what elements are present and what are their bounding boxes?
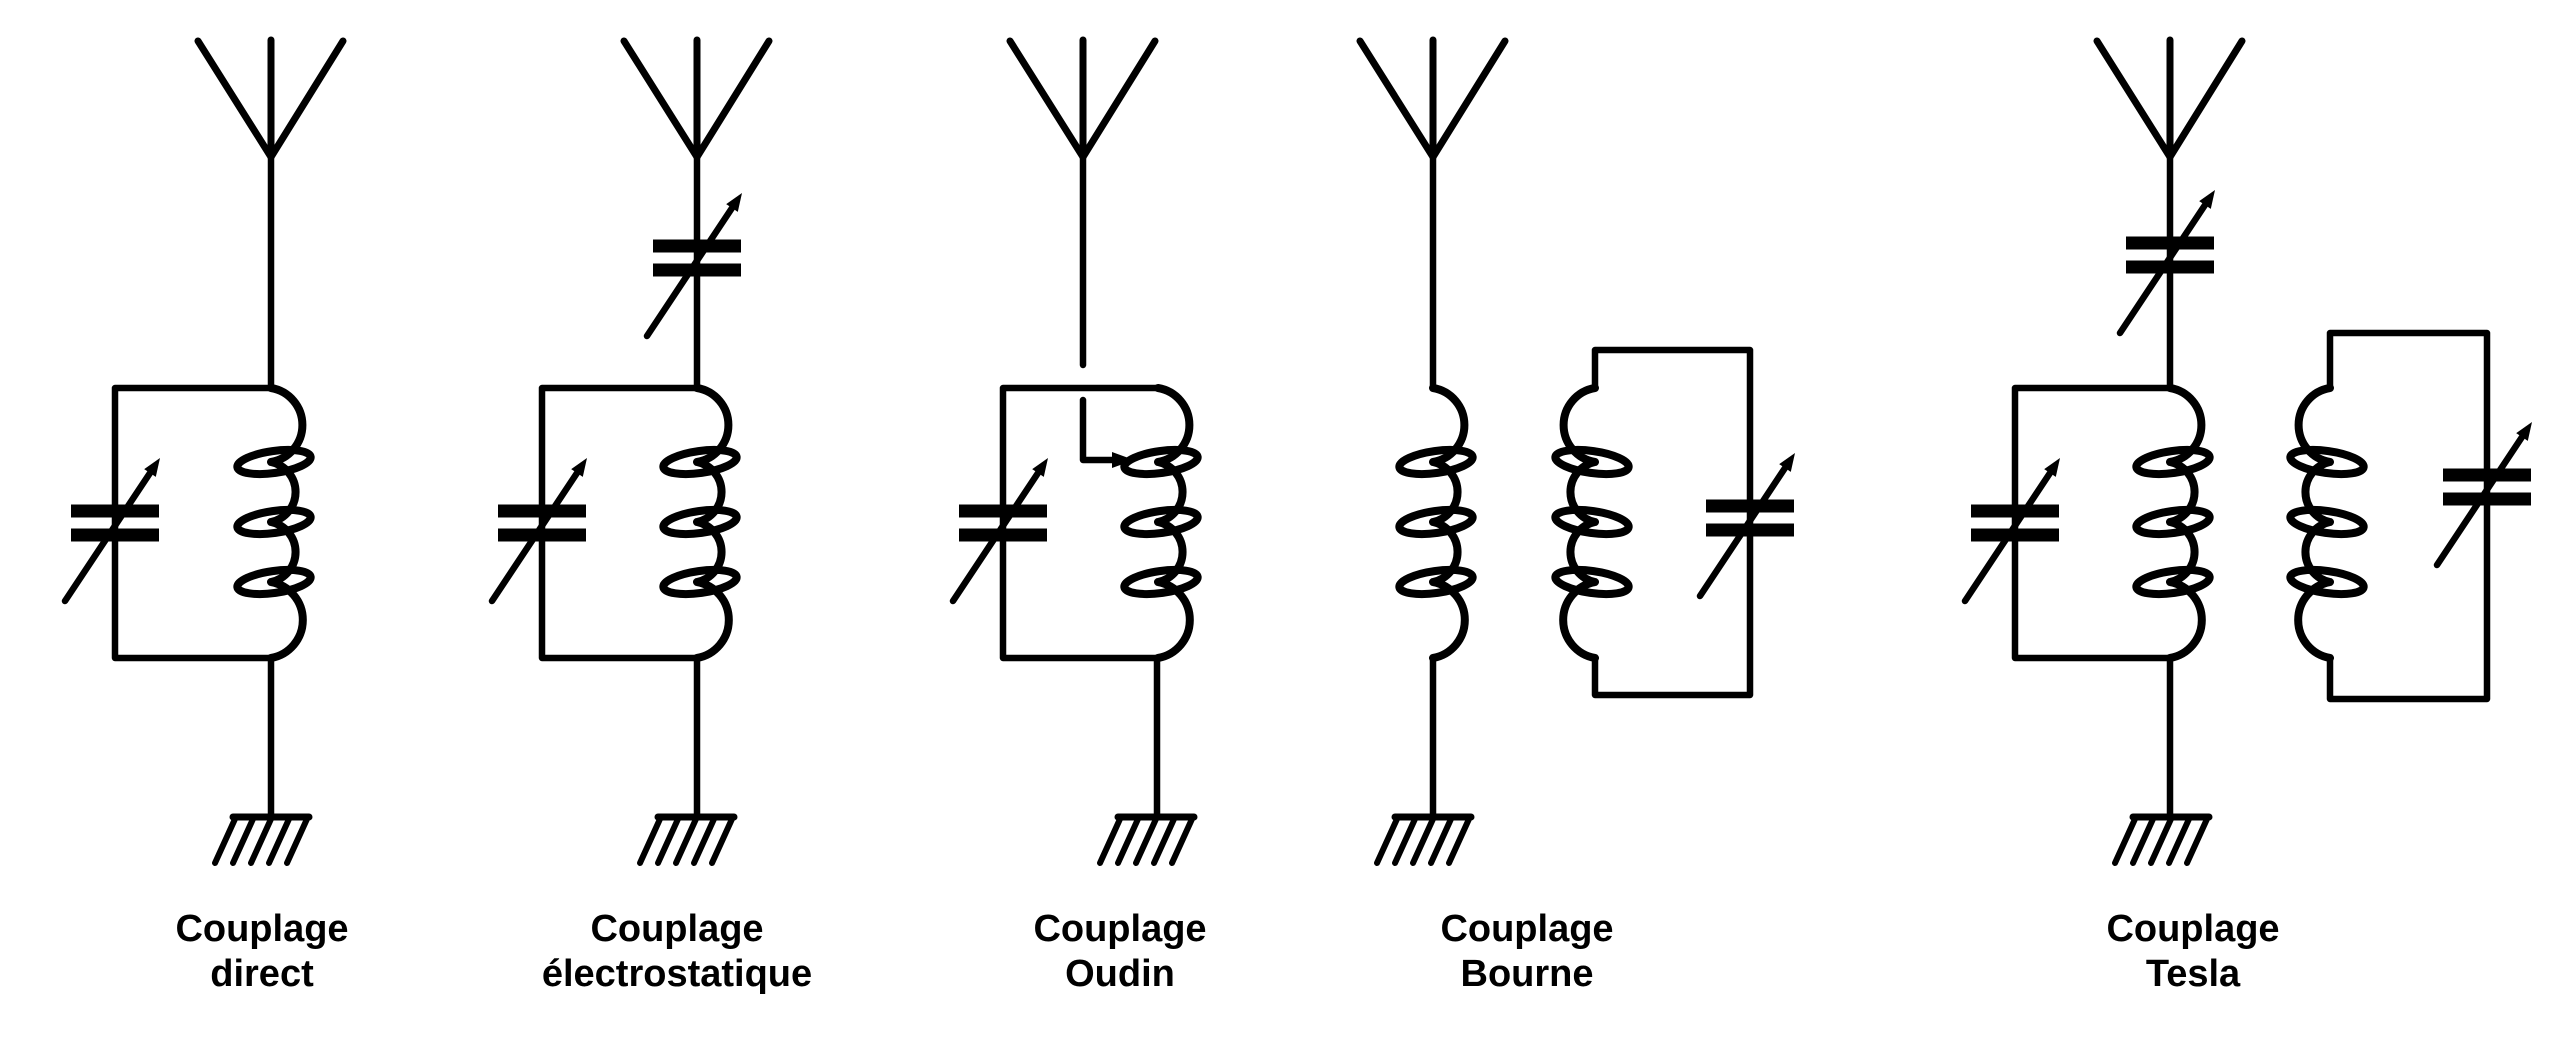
circuit-couplage-tesla: Couplage Tesla: [1965, 40, 2532, 995]
ground-icon: [640, 817, 734, 863]
tank-loop-wire: [538, 384, 701, 662]
circuit-couplage-oudin: Couplage Oudin: [953, 40, 1207, 995]
secondary-coil-icon: [1554, 388, 1630, 658]
coil-tap-wire: [1079, 396, 1116, 464]
circuit-couplage-electrostatique: Couplage électrostatique: [492, 40, 812, 995]
ground-icon: [1100, 817, 1194, 863]
circuit-couplage-direct: Couplage direct: [65, 40, 349, 995]
circuit-label-line2: Tesla: [2146, 953, 2241, 995]
antenna-icon: [1360, 40, 1505, 157]
tank-loop-wire: [2011, 384, 2174, 662]
coil-icon: [236, 388, 312, 658]
circuit-label-line1: Couplage: [1440, 908, 1613, 950]
ground-icon: [2115, 817, 2209, 863]
circuit-label-line1: Couplage: [2106, 908, 2279, 950]
primary-coil-icon: [2135, 388, 2211, 658]
secondary-loop-wire: [2326, 329, 2491, 703]
antenna-icon: [2097, 40, 2242, 157]
circuit-label-line2: direct: [210, 953, 314, 995]
circuit-label-line2: électrostatique: [542, 953, 812, 995]
ground-icon: [215, 817, 309, 863]
antenna-icon: [624, 40, 769, 157]
antenna-icon: [198, 40, 343, 157]
secondary-coil-icon: [2289, 388, 2365, 658]
circuit-label-line1: Couplage: [1033, 908, 1206, 950]
antenna-icon: [1010, 40, 1155, 157]
coil-tap-arrow-icon: [1112, 452, 1134, 468]
tank-loop-wire: [111, 384, 275, 662]
circuit-label-line1: Couplage: [590, 908, 763, 950]
circuit-label-line2: Oudin: [1065, 953, 1175, 995]
primary-coil-icon: [1398, 388, 1474, 658]
ground-icon: [1377, 817, 1471, 863]
circuit-label-line2: Bourne: [1461, 953, 1594, 995]
secondary-loop-wire: [1591, 346, 1754, 699]
coil-icon: [1123, 388, 1199, 658]
circuit-couplage-bourne: Couplage Bourne: [1360, 40, 1795, 995]
circuit-label-line1: Couplage: [175, 908, 348, 950]
coil-icon: [662, 388, 738, 658]
